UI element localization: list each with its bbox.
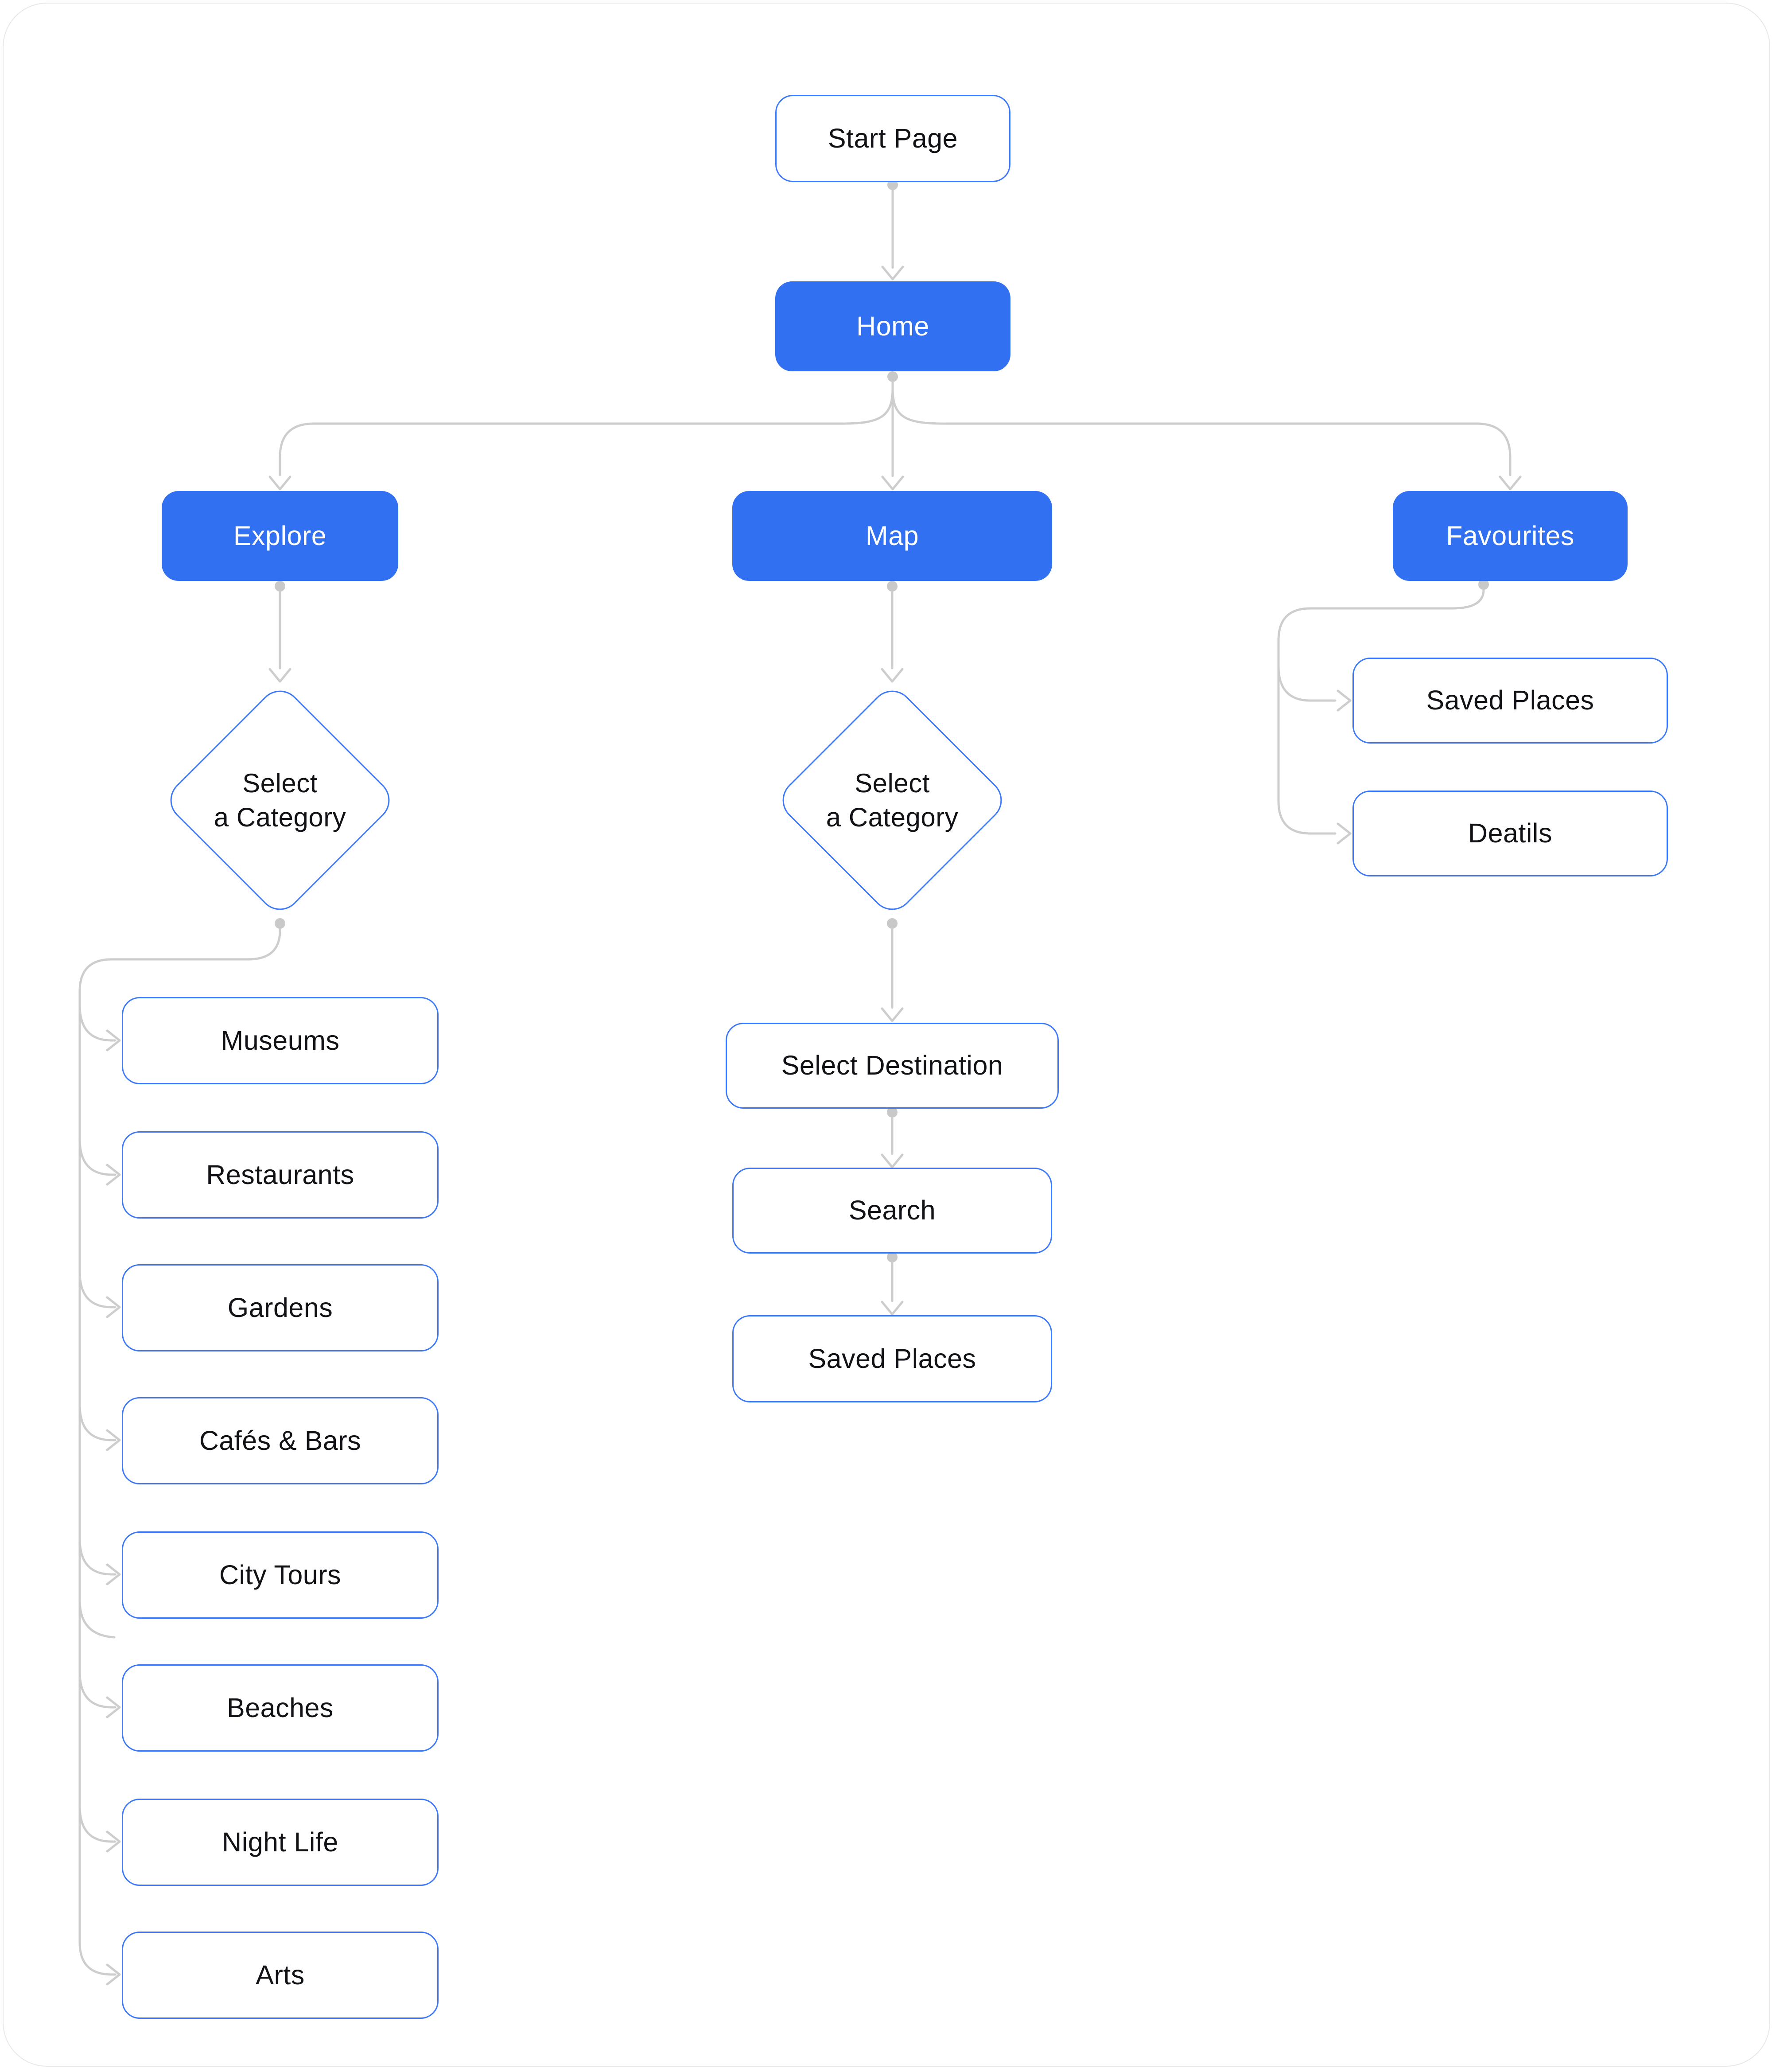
decision-label-explore: Select a Category bbox=[178, 756, 382, 845]
arrowhead-icon bbox=[881, 265, 904, 280]
arrowhead-icon bbox=[106, 1831, 121, 1853]
node-favourites-details[interactable]: Deatils bbox=[1352, 791, 1668, 876]
connector-branch bbox=[78, 1671, 117, 1709]
node-home[interactable]: Home bbox=[775, 281, 1010, 371]
node-map[interactable]: Map bbox=[732, 491, 1052, 581]
connector-branch bbox=[78, 1270, 117, 1309]
connector-home-explore bbox=[279, 388, 894, 476]
decision-label-map: Select a Category bbox=[790, 756, 994, 845]
node-start-page[interactable]: Start Page bbox=[775, 95, 1010, 182]
arrowhead-icon bbox=[881, 1007, 904, 1022]
arrowhead-icon bbox=[106, 1429, 121, 1451]
arrowhead-icon bbox=[268, 668, 291, 683]
connector-origin-dot bbox=[275, 581, 285, 592]
flowchart-canvas: Start Page Home Explore Map Favourites S… bbox=[3, 3, 1770, 2067]
arrowhead-icon bbox=[881, 1301, 904, 1316]
node-category-gardens[interactable]: Gardens bbox=[122, 1264, 439, 1351]
connector-origin-dot bbox=[887, 581, 898, 592]
connector-origin-dot bbox=[887, 371, 898, 382]
connector-stub bbox=[78, 1599, 116, 1639]
arrowhead-icon bbox=[1337, 689, 1352, 712]
connector-branch bbox=[78, 1138, 117, 1176]
connector-favourites-saved bbox=[1277, 665, 1337, 702]
connector-home-favourites bbox=[891, 388, 1512, 476]
arrowhead-icon bbox=[106, 1963, 121, 1986]
arrowhead-icon bbox=[881, 1153, 904, 1168]
node-category-arts[interactable]: Arts bbox=[122, 1932, 439, 2019]
decision-label-line: Select bbox=[242, 768, 318, 798]
node-explore[interactable]: Explore bbox=[162, 491, 398, 581]
connector-branch bbox=[78, 1538, 117, 1576]
arrowhead-icon bbox=[1337, 822, 1352, 845]
node-category-night-life[interactable]: Night Life bbox=[122, 1799, 439, 1886]
node-map-saved-places[interactable]: Saved Places bbox=[732, 1315, 1052, 1402]
node-search[interactable]: Search bbox=[732, 1168, 1052, 1254]
node-favourites[interactable]: Favourites bbox=[1393, 491, 1628, 581]
arrowhead-icon bbox=[106, 1296, 121, 1318]
connector-branch bbox=[78, 1004, 117, 1042]
connector-origin-dot bbox=[275, 918, 285, 929]
node-category-museums[interactable]: Museums bbox=[122, 997, 439, 1084]
decision-label-line: Select bbox=[855, 768, 930, 798]
arrowhead-icon bbox=[268, 475, 291, 491]
decision-label-line: a Category bbox=[214, 802, 346, 832]
arrowhead-icon bbox=[106, 1164, 121, 1186]
connector-branch bbox=[78, 1403, 117, 1441]
arrowhead-icon bbox=[1499, 475, 1522, 491]
arrowhead-icon bbox=[881, 475, 904, 491]
node-category-restaurants[interactable]: Restaurants bbox=[122, 1131, 439, 1219]
node-category-city-tours[interactable]: City Tours bbox=[122, 1531, 439, 1619]
node-favourites-saved-places[interactable]: Saved Places bbox=[1352, 658, 1668, 744]
node-category-beaches[interactable]: Beaches bbox=[122, 1664, 439, 1752]
node-category-cafes-bars[interactable]: Cafés & Bars bbox=[122, 1397, 439, 1484]
arrowhead-icon bbox=[106, 1563, 121, 1585]
node-select-destination[interactable]: Select Destination bbox=[726, 1023, 1059, 1109]
connector-origin-dot bbox=[887, 918, 898, 929]
decision-label-line: a Category bbox=[826, 802, 959, 832]
arrowhead-icon bbox=[106, 1696, 121, 1718]
connector-branch bbox=[78, 1805, 117, 1843]
arrowhead-icon bbox=[881, 668, 904, 683]
arrowhead-icon bbox=[106, 1029, 121, 1052]
